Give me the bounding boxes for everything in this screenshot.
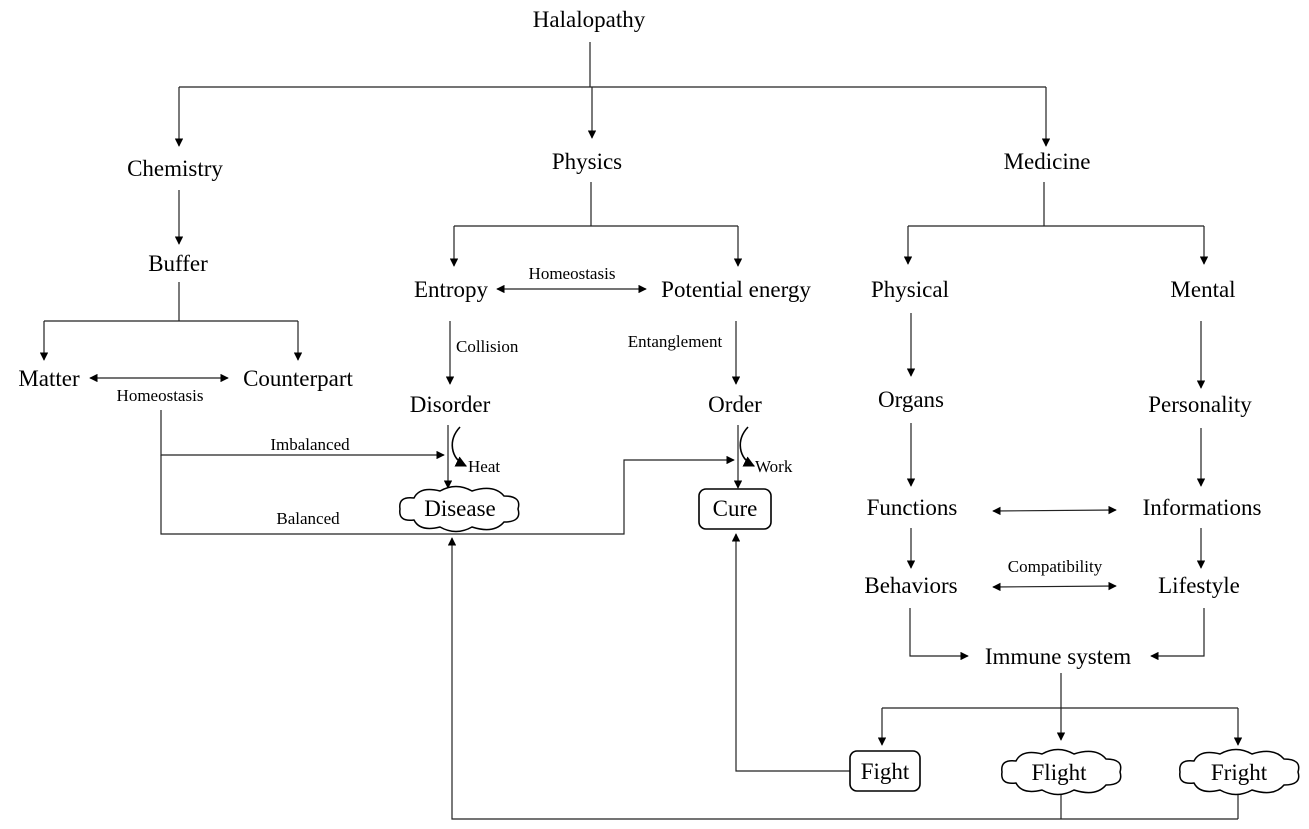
node-fright: Fright <box>1211 760 1268 785</box>
node-flight: Flight <box>1032 760 1088 785</box>
cure-box-shape <box>698 488 772 530</box>
edge-flight-fright-disease <box>447 537 1238 820</box>
shapes <box>399 485 1300 796</box>
node-entropy: Entropy <box>414 277 489 302</box>
node-matter: Matter <box>18 366 80 391</box>
connectors <box>39 42 1243 820</box>
node-counterpart: Counterpart <box>243 366 353 391</box>
node-order: Order <box>708 392 762 417</box>
node-disease: Disease <box>424 496 496 521</box>
fight-box-shape <box>849 750 921 792</box>
node-behaviors: Behaviors <box>864 573 957 598</box>
fright-cloud-shape <box>1179 748 1300 796</box>
node-physics: Physics <box>552 149 622 174</box>
node-mental: Mental <box>1170 277 1235 302</box>
node-functions: Functions <box>867 495 958 520</box>
node-informations: Informations <box>1143 495 1262 520</box>
node-organs: Organs <box>878 387 944 412</box>
edge-functions-informations <box>992 505 1117 516</box>
node-lifestyle: Lifestyle <box>1158 573 1240 598</box>
node-physical: Physical <box>871 277 949 302</box>
node-fight: Fight <box>861 759 910 784</box>
label-work: Work <box>755 457 793 476</box>
label-homeostasis-phys: Homeostasis <box>529 264 616 283</box>
edge-fight-cure <box>731 533 850 772</box>
node-buffer: Buffer <box>148 251 208 276</box>
edge-balanced <box>160 455 735 535</box>
node-potential-energy: Potential energy <box>661 277 811 302</box>
node-halalopathy: Halalopathy <box>533 7 646 32</box>
label-balanced: Balanced <box>276 509 340 528</box>
edge-heat-curve <box>451 426 468 467</box>
edge-labels: Homeostasis Homeostasis Collision Entang… <box>117 264 1103 576</box>
edge-work-curve <box>739 426 756 467</box>
edge-lifestyle-immune <box>1150 608 1205 661</box>
label-collision: Collision <box>456 337 519 356</box>
disease-cloud-shape <box>399 485 520 533</box>
label-homeostasis-chem: Homeostasis <box>117 386 204 405</box>
node-cure: Cure <box>713 496 758 521</box>
edge-behaviors-immune <box>909 608 969 661</box>
node-disorder: Disorder <box>410 392 491 417</box>
label-heat: Heat <box>468 457 500 476</box>
label-entanglement: Entanglement <box>628 332 723 351</box>
label-compatibility: Compatibility <box>1008 557 1103 576</box>
node-immune-system: Immune system <box>985 644 1131 669</box>
node-medicine: Medicine <box>1004 149 1091 174</box>
flight-cloud-shape <box>1001 748 1122 796</box>
node-personality: Personality <box>1148 392 1252 417</box>
label-imbalanced: Imbalanced <box>270 435 350 454</box>
edge-behaviors-lifestyle <box>992 581 1117 592</box>
node-chemistry: Chemistry <box>127 156 223 181</box>
node-labels: Halalopathy Chemistry Physics Medicine B… <box>18 7 1267 785</box>
